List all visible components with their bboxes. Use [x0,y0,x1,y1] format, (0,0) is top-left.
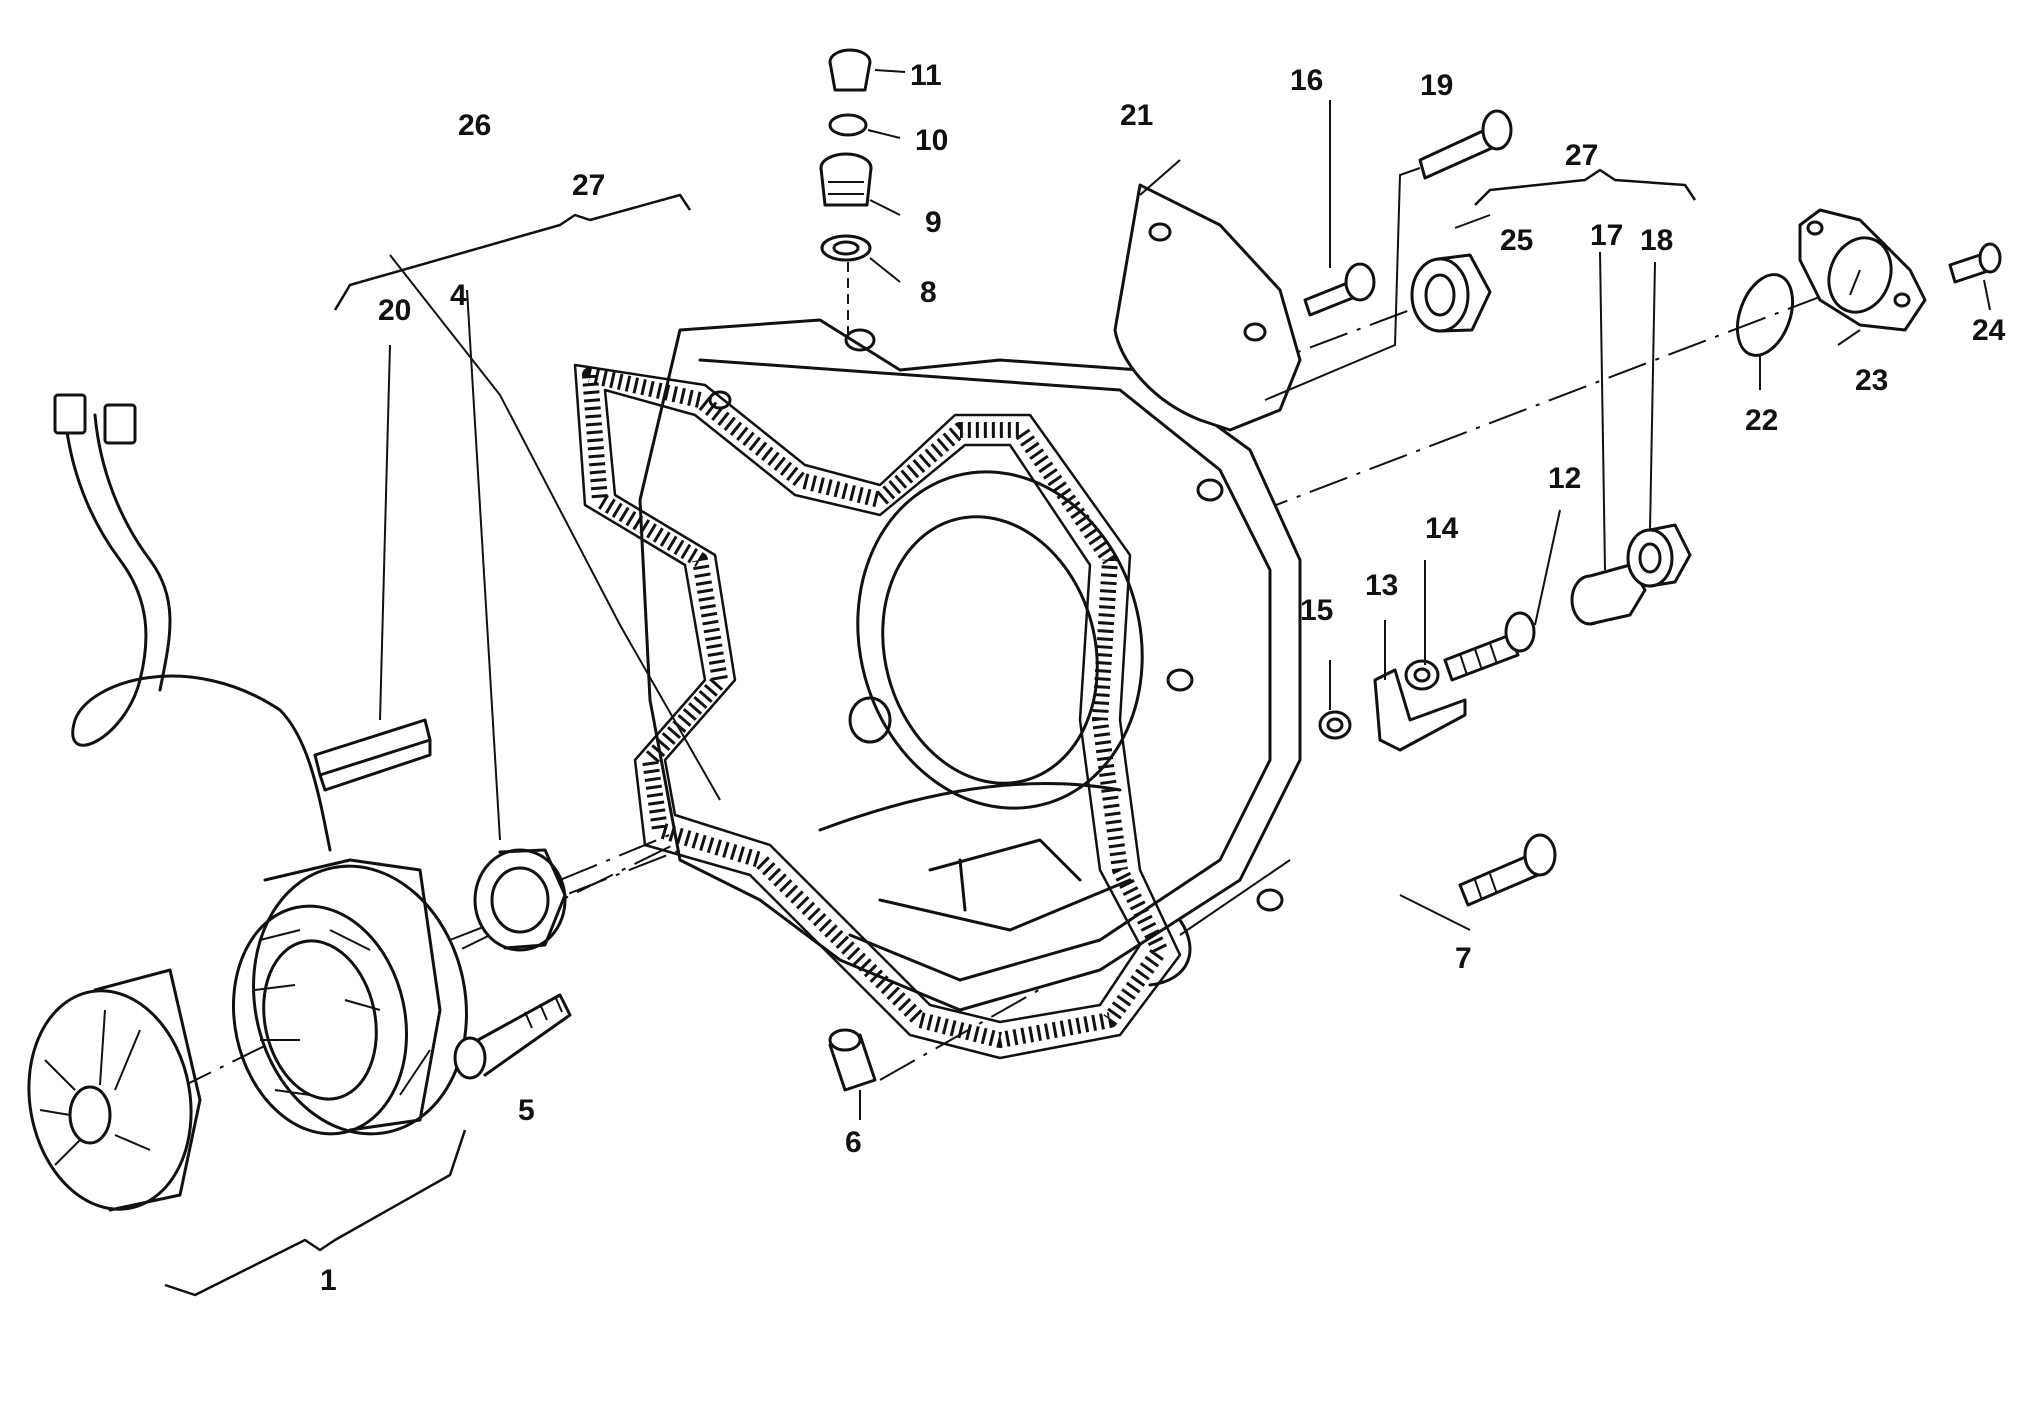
part-7-bolt [1458,833,1557,907]
label-5: 5 [518,1094,535,1127]
part-4-bearing [473,848,567,952]
label-7: 7 [1455,942,1472,975]
part-17-bushing [1570,563,1647,626]
part-15-spacer [1318,710,1352,740]
label-4: 4 [450,279,467,312]
part-9-valve [819,152,873,207]
label-6: 6 [845,1126,862,1159]
label-12: 12 [1548,462,1581,495]
connector-right [103,403,137,445]
wire-harness [53,393,332,852]
part-18-seal [1626,523,1692,588]
label-10: 10 [915,124,948,157]
label-27-right: 27 [1565,139,1598,172]
label-9: 9 [925,206,942,239]
part-labels: 1 4 5 6 7 8 9 10 11 12 13 14 15 16 17 18… [320,59,2006,1297]
label-8: 8 [920,276,937,309]
part-23-flange [1798,208,1927,332]
label-25: 25 [1500,224,1533,257]
connector-left [53,393,87,435]
part-11-plug [828,48,872,92]
part-14-washer [1404,659,1440,691]
label-11: 11 [910,59,942,92]
part-19-screw [1264,109,1513,401]
part-25-seal [1410,253,1492,333]
group-brackets [164,168,1697,1297]
drain-plug-stack [819,48,873,335]
part-13-bracket [1373,668,1467,752]
label-20: 20 [378,294,411,327]
label-16: 16 [1290,64,1323,97]
part-5-bolt [453,993,572,1080]
label-17: 17 [1590,219,1623,252]
label-24: 24 [1972,314,2006,347]
label-13: 13 [1365,569,1398,602]
part-21-cover-plate [1113,183,1302,432]
label-15: 15 [1300,594,1333,627]
label-18: 18 [1640,224,1673,257]
label-27-left: 27 [572,169,605,202]
part-8-ring [820,234,872,262]
part-22-oring [1735,273,1795,357]
part-16-screw [1303,262,1376,317]
part-6-dowel [828,1028,877,1092]
label-19: 19 [1420,69,1453,102]
part-12-bolt [1443,611,1536,682]
leader-lines [379,69,1991,1120]
label-1: 1 [320,1264,337,1297]
part-24-screw [1948,242,2002,284]
part-26-gasket [573,363,1182,1060]
label-26: 26 [458,109,491,142]
label-23: 23 [1855,364,1888,397]
part-10-washer [828,113,868,137]
label-21: 21 [1120,99,1153,132]
part-20-key [313,718,432,792]
label-14: 14 [1425,512,1459,545]
stator-rotor-assembly [27,858,468,1212]
label-22: 22 [1745,404,1778,437]
